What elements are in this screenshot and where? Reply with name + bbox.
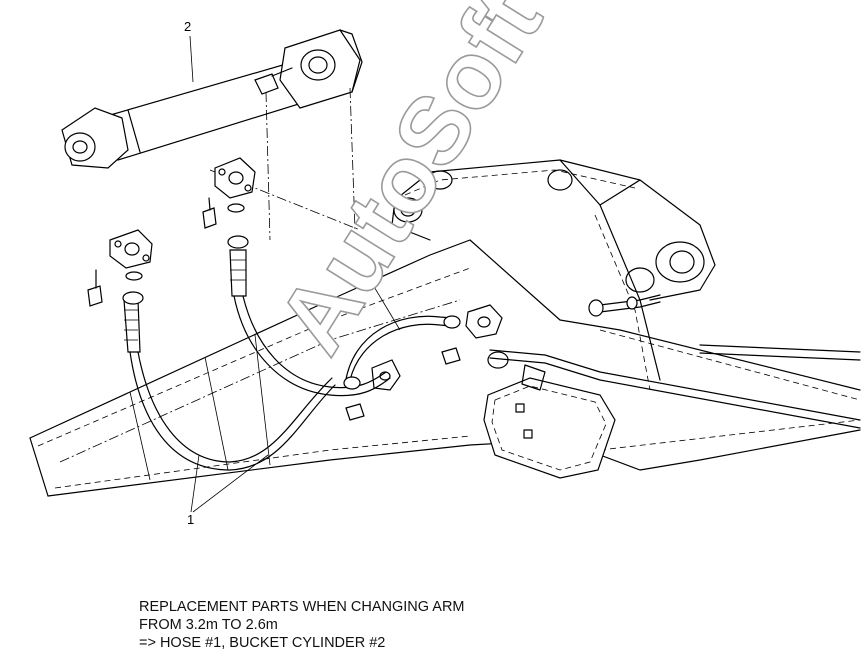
caption: REPLACEMENT PARTS WHEN CHANGING ARM FROM… [139, 598, 465, 652]
excavator-arm [29, 159, 861, 497]
callout-bucket-cylinder: 2 [184, 19, 194, 83]
callout-cylinder-number: 2 [184, 19, 191, 34]
hoses [122, 235, 861, 471]
bucket-cylinder [61, 29, 363, 241]
caption-line-1: REPLACEMENT PARTS WHEN CHANGING ARM [139, 599, 465, 615]
callout-hose-number: 1 [187, 512, 194, 527]
caption-line-3: => HOSE #1, BUCKET CYLINDER #2 [139, 635, 386, 651]
caption-line-2: FROM 3.2m TO 2.6m [139, 617, 278, 633]
flange-fittings [87, 157, 503, 421]
callout-hose: 1 [187, 454, 269, 527]
